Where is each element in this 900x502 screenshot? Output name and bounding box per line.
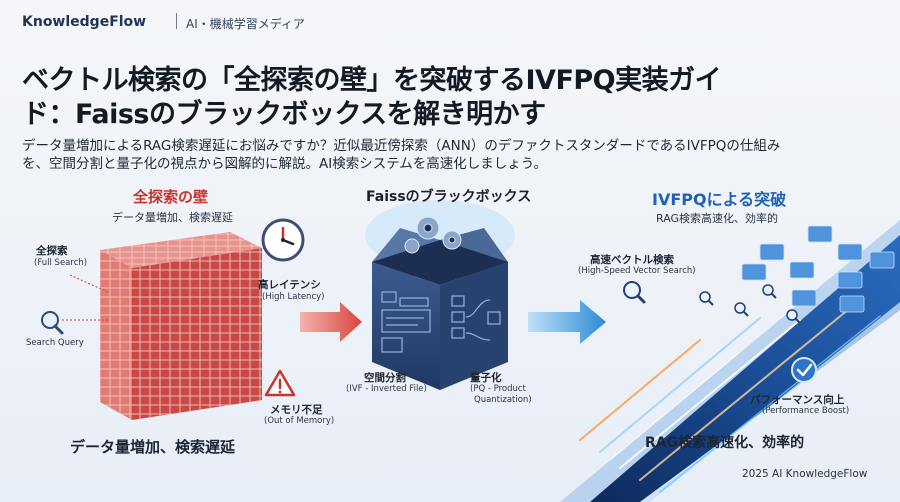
right-heading: IVFPQによる突破 <box>652 190 787 209</box>
arrow-to-beam <box>528 300 606 344</box>
brand-tagline: AI・機械学習メディア <box>186 17 305 31</box>
gear-icon <box>404 216 462 254</box>
data-cube <box>100 232 262 420</box>
full-search-label: 全探索 <box>36 245 68 257</box>
copyright: 2025 AI KnowledgeFlow <box>742 468 868 480</box>
ivf-label: 空間分割 <box>364 372 406 384</box>
arrow-to-box <box>300 302 362 342</box>
oom-label: メモリ不足 <box>270 404 323 416</box>
left-subheading: データ量増加、検索遅延 <box>112 211 233 224</box>
right-caption: RAG検索高速化、効率的 <box>645 435 805 451</box>
latency-label-en: (High Latency) <box>262 292 325 302</box>
oom-label-en: (Out of Memory) <box>264 416 335 426</box>
clock-icon <box>261 218 305 262</box>
page-title-line2: ド：Faissのブラックボックスを解き明かす <box>22 99 546 130</box>
description-line1: データ量増加によるRAG検索遅延にお悩みですか？近似最近傍探索（ANN）のデファ… <box>22 138 781 154</box>
left-heading: 全探索の壁 <box>133 188 209 206</box>
pq-label-en2: Quantization) <box>474 395 532 405</box>
right-subheading: RAG検索高速化、効率的 <box>656 212 779 225</box>
magnifier-icon <box>623 281 801 324</box>
pq-label: 量子化 <box>470 372 502 384</box>
brand-logo[interactable]: KnowledgeFlow <box>22 14 147 30</box>
left-caption: データ量増加、検索遅延 <box>70 438 236 456</box>
magnifier-icon <box>41 311 64 335</box>
pq-label-en1: (PQ - Product <box>470 384 526 394</box>
query-lines <box>62 274 109 321</box>
ivf-label-en: (IVF - Inverted File) <box>346 384 427 394</box>
vector-search-label-en: (High-Speed Vector Search) <box>578 266 696 276</box>
page-title-line1: ベクトル検索の「全探索の壁」を突破するIVFPQ実装ガイ <box>22 65 722 96</box>
vector-search-label: 高速ベクトル検索 <box>590 254 674 266</box>
description-line2: を、空間分割と量子化の視点から図解的に解説。AI検索システムを高速化しましょう。 <box>22 156 548 172</box>
perf-label: パフォーマンス向上 <box>750 394 845 406</box>
faiss-box <box>365 200 515 390</box>
latency-label: 高レイテンシ <box>258 279 321 291</box>
warning-icon <box>264 369 296 397</box>
check-icon <box>791 357 817 383</box>
full-search-label-en: (Full Search) <box>34 258 88 268</box>
perf-label-en: (Performance Boost) <box>762 406 850 416</box>
search-query-label: Search Query <box>26 338 84 348</box>
center-heading: Faissのブラックボックス <box>366 189 532 205</box>
brand-divider <box>176 13 177 29</box>
vector-clusters <box>741 225 895 313</box>
